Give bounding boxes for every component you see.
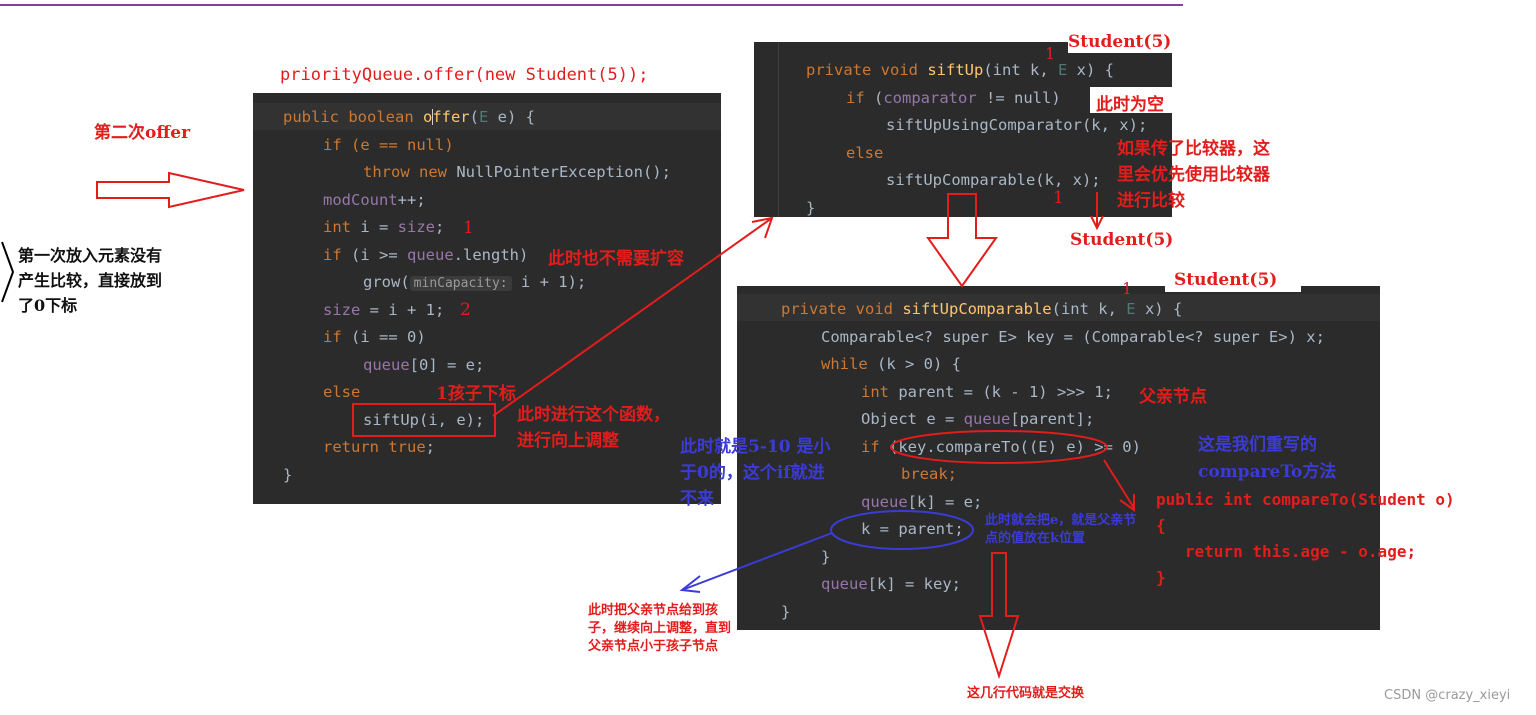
k-parent-ellipse	[830, 510, 974, 550]
siftup-note: 此时进行这个函数， 进行向上调整	[517, 405, 670, 451]
code-line: if (i >= queue.length)	[323, 246, 529, 264]
code-line: int i = size;	[323, 218, 445, 236]
code-line: }	[821, 548, 831, 566]
comparable-student: Student(5)	[1174, 270, 1278, 290]
annotation-two: 2	[460, 300, 471, 320]
override-note: 这是我们重写的 compareTo方法	[1198, 435, 1337, 482]
child-index-note: 1孩子下标	[436, 384, 516, 404]
code-line: while (k > 0) {	[821, 355, 961, 373]
siftup-student-top: Student(5)	[1068, 32, 1172, 52]
offer-code-panel: public boolean offer(E e) { if (e == nul…	[253, 93, 721, 504]
right-arrow-icon	[96, 171, 245, 209]
siftup-one-top: 1	[1045, 44, 1056, 63]
bracket-icon	[1, 241, 15, 303]
code-line: Comparable<? super E> key = (Comparable<…	[821, 328, 1325, 346]
comparator-empty-note: 此时为空	[1096, 95, 1164, 115]
code-line: throw new NullPointerException();	[363, 163, 671, 181]
code-line: queue[0] = e;	[363, 356, 485, 374]
code-line: modCount++;	[323, 191, 426, 209]
code-line: int parent = (k - 1) >>> 1;	[861, 383, 1113, 401]
comparable-one: 1	[1122, 279, 1133, 298]
compare-note: 此时就是5-10 是小 于0的，这个if就进 不来	[680, 437, 831, 509]
code-line: }	[806, 199, 816, 217]
code-line: siftUp(i, e);	[363, 411, 485, 429]
code-line: grow(minCapacity: i + 1);	[363, 273, 587, 291]
siftupcomparable-code-panel: private void siftUpComparable(int k, E x…	[737, 286, 1380, 630]
code-line: }	[781, 603, 791, 621]
top-window-edge	[0, 0, 1183, 6]
code-line: if (key.compareTo((E) e) >= 0)	[861, 438, 1141, 456]
param-hint: minCapacity:	[409, 276, 512, 291]
second-offer-label: 第二次offer	[94, 123, 191, 143]
code-line: }	[283, 466, 293, 484]
code-line: private void siftUpComparable(int k, E x…	[781, 300, 1183, 318]
no-expand-note: 此时也不需要扩容	[548, 249, 684, 269]
code-line: Object e = queue[parent];	[861, 410, 1095, 428]
siftup-call-box	[352, 403, 496, 437]
code-line: queue[k] = e;	[861, 493, 983, 511]
code-line: siftUpComparable(k, x);	[886, 171, 1101, 189]
parent-node-note: 父亲节点	[1139, 387, 1207, 407]
k-parent-note: 此时就会把e，就是父亲节 点的值放在k位置	[985, 513, 1137, 546]
swap-note: 这几行代码就是交换	[967, 686, 1085, 701]
code-line: if (e == null)	[323, 136, 454, 154]
annotation-one: 1	[463, 218, 474, 238]
code-line: siftUpUsingComparator(k, x);	[886, 116, 1148, 134]
code-line: queue[k] = key;	[821, 575, 961, 593]
comparator-note: 如果传了比较器，这 里会优先使用比较器 进行比较	[1117, 139, 1270, 211]
siftup-one-bottom: 1	[1053, 188, 1064, 208]
child-note: 此时把父亲节点给到孩 子，继续向上调整，直到 父亲节点小于孩子节点	[588, 603, 732, 654]
code-line: public boolean offer(E e) {	[283, 108, 536, 126]
code-line: return true;	[323, 438, 435, 456]
siftup-code-panel: private void siftUp(int k, E x) { if (co…	[754, 42, 1172, 217]
first-insert-note: 第一次放入元素没有 产生比较，直接放到 了0下标	[18, 246, 163, 315]
code-line: private void siftUp(int k, E x) {	[806, 61, 1114, 79]
code-line: if (comparator != null)	[846, 89, 1061, 107]
code-line: break;	[901, 465, 957, 483]
text-caret	[432, 109, 433, 125]
compare-ellipse	[890, 430, 1108, 464]
code-line: k = parent;	[861, 520, 964, 538]
code-line: else	[323, 383, 361, 401]
code-line: size = i + 1;	[323, 301, 445, 319]
compareto-impl: public int compareTo(Student o) { return…	[1156, 490, 1455, 587]
siftup-student-bottom: Student(5)	[1070, 230, 1174, 250]
top-call-text: priorityQueue.offer(new Student(5));	[280, 65, 649, 85]
code-line: if (i == 0)	[323, 328, 426, 346]
code-line: else	[846, 144, 884, 162]
watermark: CSDN @crazy_xieyi	[1384, 688, 1511, 703]
